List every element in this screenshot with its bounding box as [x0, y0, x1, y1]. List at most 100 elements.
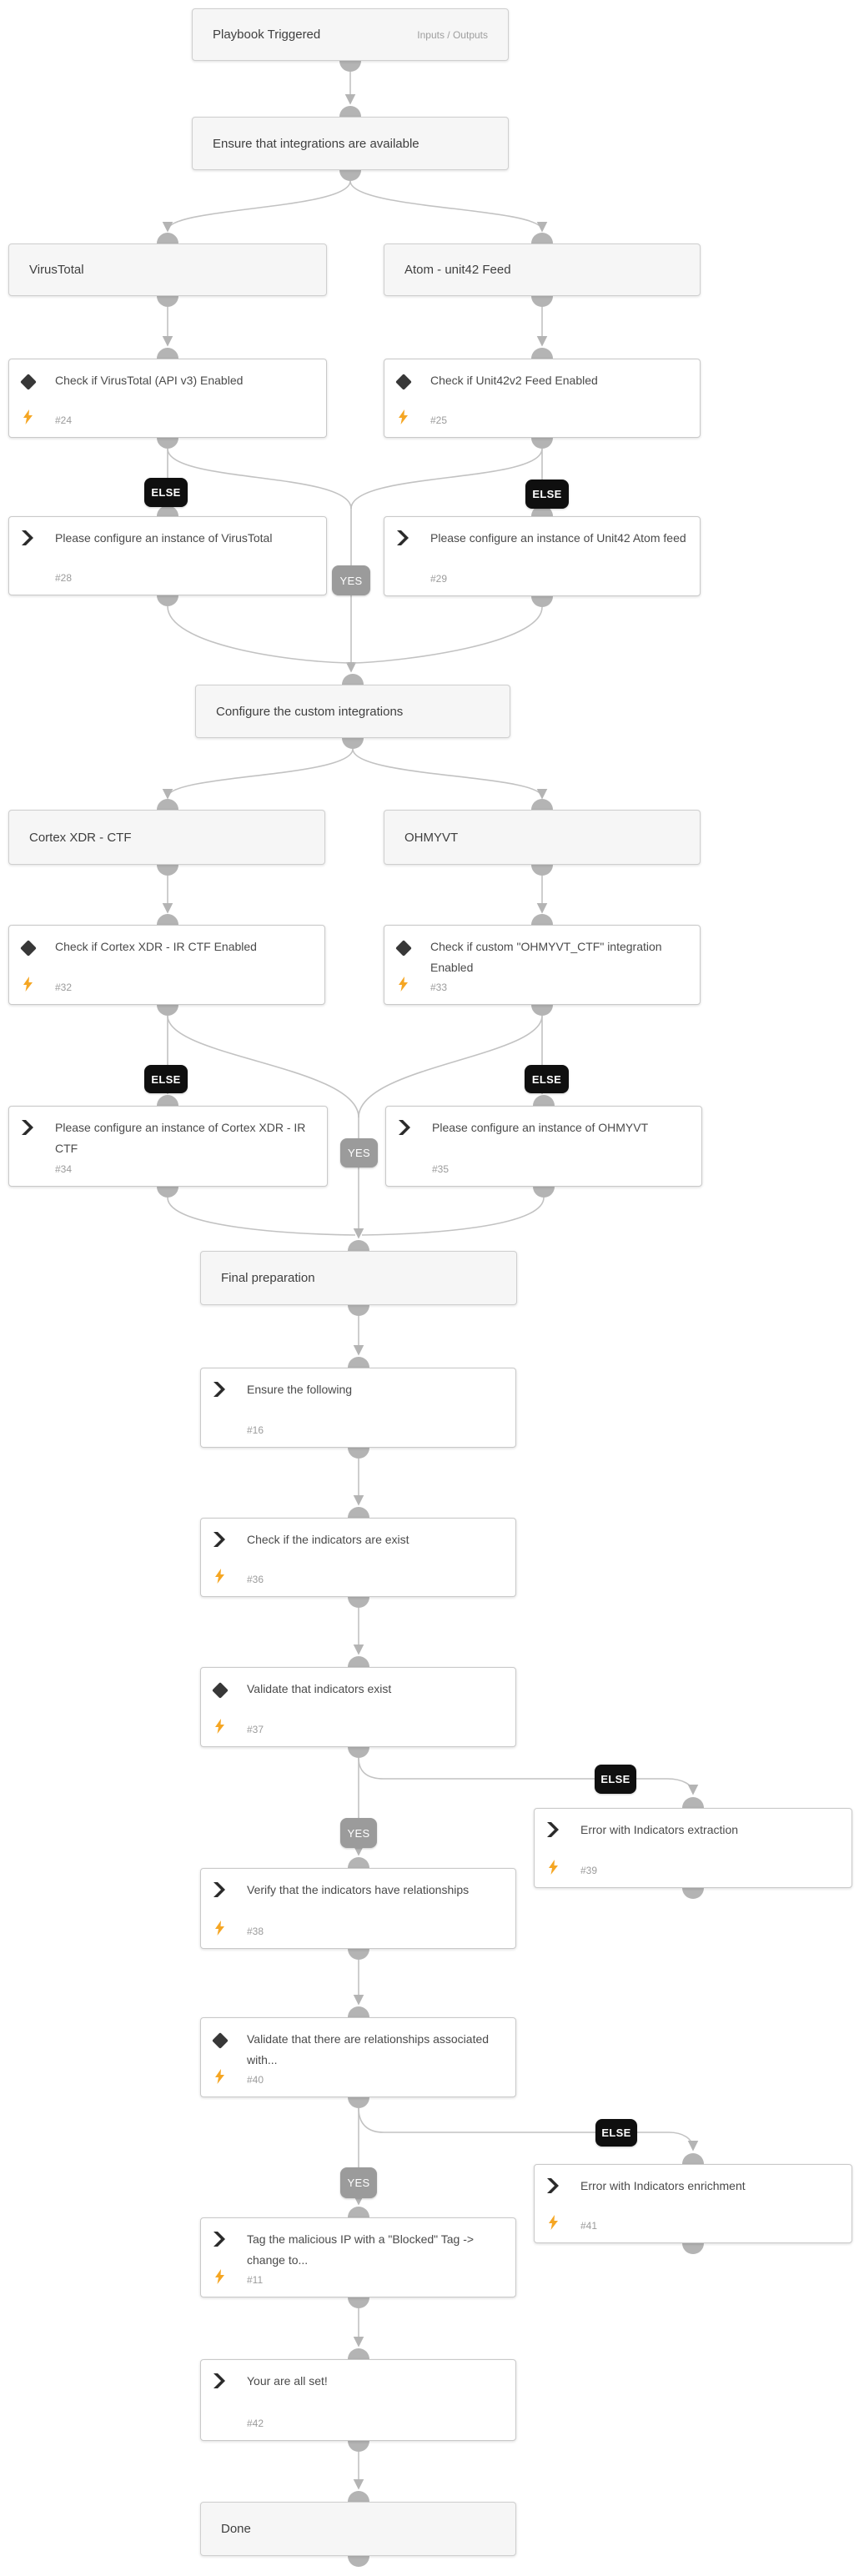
task-chevron-icon [22, 530, 33, 545]
task-chevron-icon [547, 1822, 559, 1837]
bolt-icon [399, 409, 408, 424]
task-card-check-unit42v2-feed-enabled[interactable]: Check if Unit42v2 Feed Enabled #25 [384, 359, 701, 438]
else-badge-ohmyvt: ELSE [525, 1065, 569, 1093]
task-chevron-icon [399, 1120, 410, 1135]
bolt-icon [549, 2215, 558, 2230]
task-chevron-icon [547, 2178, 559, 2193]
condition-diamond-icon [212, 1682, 229, 1699]
task-chevron-icon [213, 1882, 225, 1897]
task-id: #36 [247, 1574, 264, 1585]
section-title: Cortex XDR - CTF [29, 830, 132, 845]
task-title: Tag the malicious IP with a "Blocked" Ta… [247, 2232, 475, 2267]
yes-badge-custom-integrations: YES [340, 1138, 378, 1167]
task-id: #42 [247, 2418, 264, 2429]
task-chevron-icon [397, 530, 409, 545]
section-title: OHMYVT [404, 830, 459, 845]
task-card-check-indicators-exist[interactable]: Check if the indicators are exist #36 [200, 1518, 516, 1597]
bolt-icon [23, 409, 33, 424]
inputs-outputs-link[interactable]: Inputs / Outputs [417, 28, 488, 41]
task-card-ensure-the-following[interactable]: Ensure the following #16 [200, 1368, 516, 1448]
bolt-icon [215, 1569, 224, 1584]
condition-diamond-icon [395, 374, 412, 390]
task-title: Check if VirusTotal (API v3) Enabled [55, 374, 244, 387]
task-id: #38 [247, 1926, 264, 1937]
task-chevron-icon [213, 2373, 225, 2388]
yes-badge-integrations: YES [332, 565, 370, 595]
section-header-final-preparation[interactable]: Final preparation [200, 1251, 517, 1305]
section-header-done[interactable]: Done [200, 2502, 516, 2556]
task-title: Ensure the following [247, 1383, 353, 1396]
bolt-icon [215, 1921, 224, 1936]
else-badge-relationships: ELSE [595, 2119, 637, 2147]
task-chevron-icon [213, 1532, 225, 1547]
task-title: Error with Indicators enrichment [580, 2179, 746, 2192]
section-title: Atom - unit42 Feed [404, 263, 511, 277]
task-card-check-ohmyvt-ctf-enabled[interactable]: Check if custom "OHMYVT_CTF" integration… [384, 925, 701, 1005]
task-title: Verify that the indicators have relation… [247, 1883, 470, 1896]
section-title: Configure the custom integrations [216, 704, 404, 719]
else-badge-unit42: ELSE [525, 480, 569, 509]
yes-badge-indicators-exist: YES [340, 1818, 377, 1848]
task-id: #33 [430, 982, 448, 993]
condition-diamond-icon [20, 374, 37, 390]
task-title: Please configure an instance of Unit42 A… [430, 531, 686, 545]
task-title: Check if the indicators are exist [247, 1533, 409, 1546]
task-id: #28 [55, 572, 73, 584]
task-id: #34 [55, 1163, 73, 1175]
task-id: #40 [247, 2074, 264, 2086]
section-header-virustotal[interactable]: VirusTotal [8, 244, 327, 296]
section-title: Ensure that integrations are available [213, 136, 419, 151]
task-card-all-set[interactable]: Your are all set! #42 [200, 2359, 516, 2441]
section-title: Done [221, 2522, 251, 2536]
task-id: #39 [580, 1865, 598, 1876]
task-card-configure-cortex-xdr[interactable]: Please configure an instance of Cortex X… [8, 1106, 328, 1187]
task-card-check-virustotal-enabled[interactable]: Check if VirusTotal (API v3) Enabled #24 [8, 359, 327, 438]
task-card-check-cortex-xdr-enabled[interactable]: Check if Cortex XDR - IR CTF Enabled #32 [8, 925, 325, 1005]
task-card-configure-virustotal[interactable]: Please configure an instance of VirusTot… [8, 516, 327, 595]
section-title: VirusTotal [29, 263, 84, 277]
task-chevron-icon [213, 2232, 225, 2247]
task-title: Check if custom "OHMYVT_CTF" integration… [430, 940, 662, 974]
bolt-icon [215, 2069, 224, 2084]
task-title: Your are all set! [247, 2374, 328, 2388]
task-card-validate-indicators-exist[interactable]: Validate that indicators exist #37 [200, 1667, 516, 1747]
bolt-icon [215, 1719, 224, 1734]
task-title: Error with Indicators extraction [580, 1823, 739, 1836]
task-id: #24 [55, 414, 73, 426]
task-card-validate-relationships[interactable]: Validate that there are relationships as… [200, 2017, 516, 2097]
bolt-icon [215, 2269, 224, 2284]
condition-diamond-icon [395, 940, 412, 957]
task-chevron-icon [22, 1120, 33, 1135]
task-card-error-indicators-extraction[interactable]: Error with Indicators extraction #39 [534, 1808, 852, 1888]
section-header-atom-unit42-feed[interactable]: Atom - unit42 Feed [384, 244, 701, 296]
task-card-verify-indicator-relationships[interactable]: Verify that the indicators have relation… [200, 1868, 516, 1949]
else-badge-indicators-exist: ELSE [595, 1765, 636, 1794]
section-header-configure-custom-integrations[interactable]: Configure the custom integrations [195, 685, 510, 738]
task-id: #29 [430, 573, 448, 585]
condition-diamond-icon [20, 940, 37, 957]
task-card-tag-malicious-ip[interactable]: Tag the malicious IP with a "Blocked" Ta… [200, 2217, 516, 2297]
task-card-configure-unit42-atom-feed[interactable]: Please configure an instance of Unit42 A… [384, 516, 701, 596]
task-id: #37 [247, 1724, 264, 1735]
playbook-triggered-header[interactable]: Playbook Triggered Inputs / Outputs [192, 8, 509, 61]
task-id: #25 [430, 414, 448, 426]
else-badge-cortex-xdr: ELSE [144, 1065, 188, 1093]
task-title: Validate that indicators exist [247, 1682, 392, 1695]
section-header-ohmyvt[interactable]: OHMYVT [384, 810, 701, 865]
task-card-error-indicators-enrichment[interactable]: Error with Indicators enrichment #41 [534, 2164, 852, 2243]
section-header-cortex-xdr-ctf[interactable]: Cortex XDR - CTF [8, 810, 325, 865]
task-id: #35 [432, 1163, 450, 1175]
task-id: #11 [247, 2274, 264, 2286]
section-title: Final preparation [221, 1271, 315, 1285]
task-card-configure-ohmyvt[interactable]: Please configure an instance of OHMYVT #… [385, 1106, 702, 1187]
task-id: #41 [580, 2220, 598, 2232]
task-id: #16 [247, 1424, 264, 1436]
yes-badge-relationships: YES [340, 2167, 377, 2198]
task-title: Please configure an instance of Cortex X… [55, 1121, 306, 1155]
playbook-title: Playbook Triggered [213, 28, 321, 42]
section-header-ensure-integrations[interactable]: Ensure that integrations are available [192, 117, 509, 170]
else-badge-virustotal: ELSE [144, 478, 188, 507]
bolt-icon [23, 977, 33, 992]
